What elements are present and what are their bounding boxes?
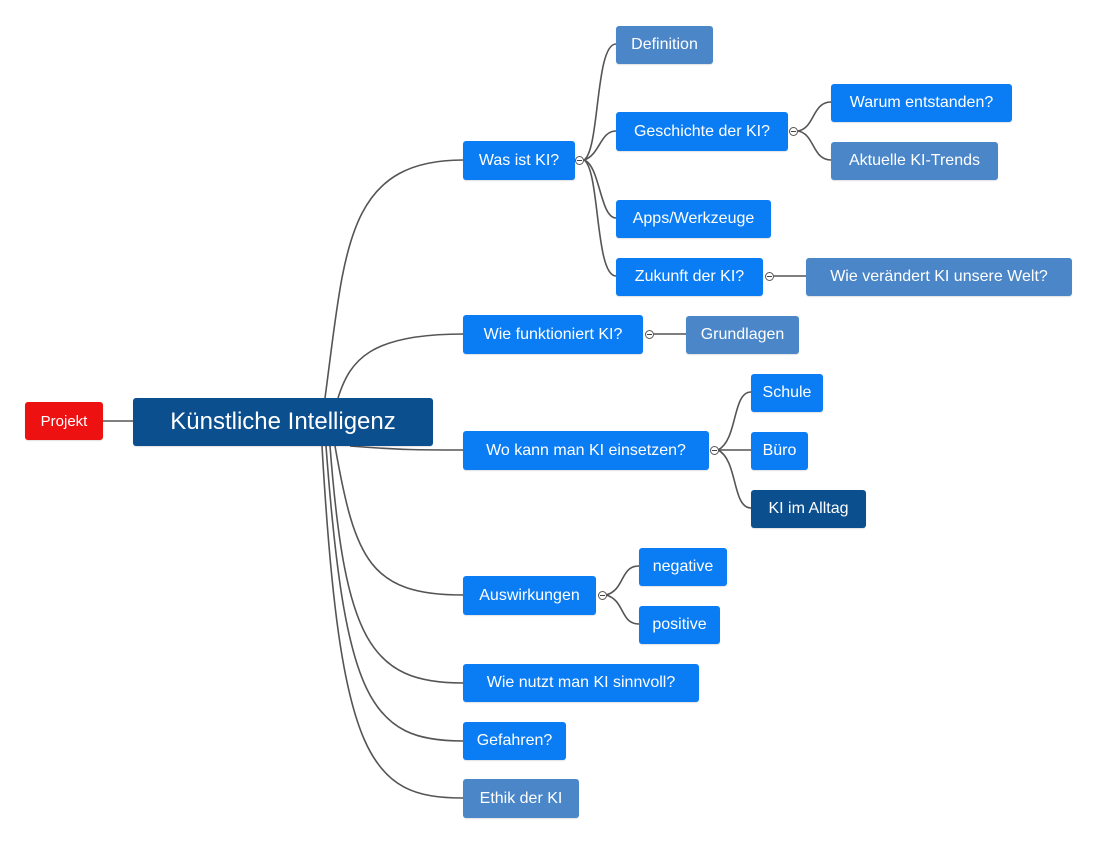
edge-geschichte-trends (797, 130, 832, 161)
node-definition[interactable]: Definition (616, 26, 713, 64)
edge-root-ethik (321, 445, 464, 799)
edge-einsetzen-schule (717, 391, 752, 451)
node-alltag[interactable]: KI im Alltag (751, 490, 866, 528)
edge-was-definition (583, 43, 617, 161)
node-buero[interactable]: Büro (751, 432, 808, 470)
collapse-toggle-was-ist-ki[interactable] (575, 156, 584, 165)
node-gefahren[interactable]: Gefahren? (463, 722, 566, 760)
edge-root-sinnvoll (329, 445, 464, 684)
node-funktioniert[interactable]: Wie funktioniert KI? (463, 315, 643, 354)
node-sinnvoll[interactable]: Wie nutzt man KI sinnvoll? (463, 664, 699, 702)
collapse-toggle-einsetzen[interactable] (710, 446, 719, 455)
node-apps[interactable]: Apps/Werkzeuge (616, 200, 771, 238)
node-einsetzen[interactable]: Wo kann man KI einsetzen? (463, 431, 709, 470)
node-geschichte[interactable]: Geschichte der KI? (616, 112, 788, 151)
edge-was-geschichte (583, 130, 617, 161)
collapse-toggle-zukunft[interactable] (765, 272, 774, 281)
edge-root-gefahren (325, 445, 464, 742)
edge-root-was-ist-ki (324, 159, 464, 399)
collapse-toggle-geschichte[interactable] (789, 127, 798, 136)
node-schule[interactable]: Schule (751, 374, 823, 412)
node-zukunft[interactable]: Zukunft der KI? (616, 258, 763, 296)
node-warum-entstanden[interactable]: Warum entstanden? (831, 84, 1012, 122)
edge-root-auswirkungen (334, 445, 464, 596)
collapse-toggle-auswirkungen[interactable] (598, 591, 607, 600)
edge-geschichte-warum (797, 101, 832, 132)
node-aktuelle-trends[interactable]: Aktuelle KI-Trends (831, 142, 998, 180)
edge-root-einsetzen (349, 445, 464, 451)
edge-was-zukunft (583, 159, 617, 277)
node-ethik[interactable]: Ethik der KI (463, 779, 579, 818)
node-negative[interactable]: negative (639, 548, 727, 586)
projekt-node[interactable]: Projekt (25, 402, 103, 440)
edge-was-apps (583, 159, 617, 219)
edge-root-funktioniert (337, 333, 464, 399)
node-auswirkungen[interactable]: Auswirkungen (463, 576, 596, 615)
node-welt[interactable]: Wie verändert KI unsere Welt? (806, 258, 1072, 296)
central-topic[interactable]: Künstliche Intelligenz (133, 398, 433, 446)
edge-auswirkungen-negative (605, 565, 640, 596)
edge-auswirkungen-positive (605, 594, 640, 625)
collapse-toggle-funktioniert[interactable] (645, 330, 654, 339)
node-positive[interactable]: positive (639, 606, 720, 644)
edge-einsetzen-alltag (717, 449, 752, 509)
node-was-ist-ki[interactable]: Was ist KI? (463, 141, 575, 180)
node-grundlagen[interactable]: Grundlagen (686, 316, 799, 354)
